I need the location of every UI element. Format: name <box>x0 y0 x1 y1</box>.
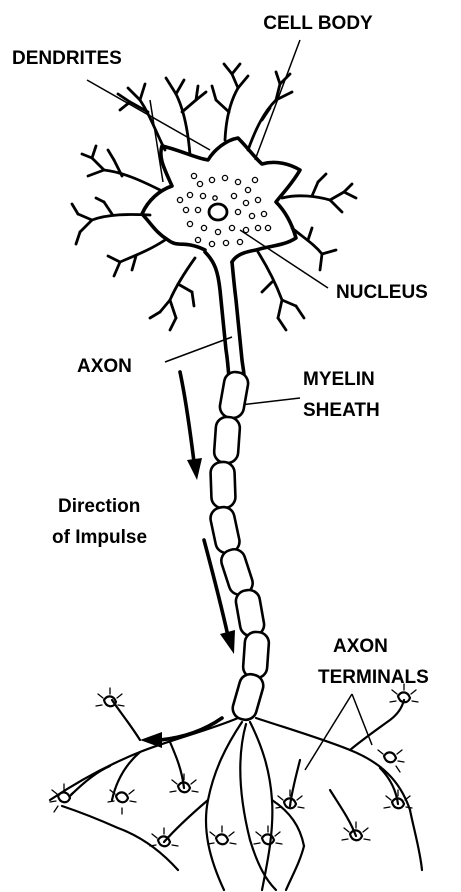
arrow-shaft-1 <box>180 372 194 462</box>
synaptic-knob <box>342 822 370 840</box>
direction-label-line2: of Impulse <box>52 527 147 548</box>
synaptic-knob <box>108 790 136 814</box>
nucleus <box>209 204 227 220</box>
synaptic-knob <box>254 826 282 844</box>
dendrites-label: DENDRITES <box>12 48 122 69</box>
arrowhead-1 <box>187 458 202 480</box>
myelin-segment-2 <box>213 416 240 464</box>
terminals-leader-1 <box>305 694 352 770</box>
axon-terminals-label-line2: TERMINALS <box>318 667 429 688</box>
cytoplasm-granules <box>177 173 270 246</box>
cell-body-label: CELL BODY <box>263 13 373 34</box>
synaptic-knob <box>170 774 198 792</box>
arrow-shaft-3 <box>160 718 222 740</box>
synaptic-knob <box>208 826 236 844</box>
myelin-sheath-label-line2: SHEATH <box>303 400 380 421</box>
myelin-sheath-label-line1: MYELIN <box>303 369 375 390</box>
dendrites <box>72 64 356 330</box>
myelin-segment-4 <box>208 505 241 555</box>
synaptic-knob <box>96 688 124 706</box>
direction-label-line1: Direction <box>58 496 140 517</box>
axon-terminals-label-line1: AXON <box>333 636 388 657</box>
terminals-leader-2 <box>352 694 372 745</box>
myelin-segment-7 <box>242 631 269 679</box>
myelin-sheath <box>208 370 269 722</box>
axon-label: AXON <box>77 356 132 377</box>
axon-leader <box>165 337 232 362</box>
nucleus-label: NUCLEUS <box>336 282 428 303</box>
myelin-segment-6 <box>234 588 266 637</box>
myelin-segment-1 <box>218 370 250 419</box>
arrowhead-2 <box>220 630 235 654</box>
nucleus-leader <box>240 230 328 288</box>
myelin-segment-3 <box>210 462 236 509</box>
axon-upper-left <box>205 252 229 376</box>
myelin-segment-8 <box>230 672 266 723</box>
axon-upper-right <box>232 262 244 376</box>
cell-body-outline <box>142 138 300 262</box>
myelin-leader <box>240 398 300 405</box>
